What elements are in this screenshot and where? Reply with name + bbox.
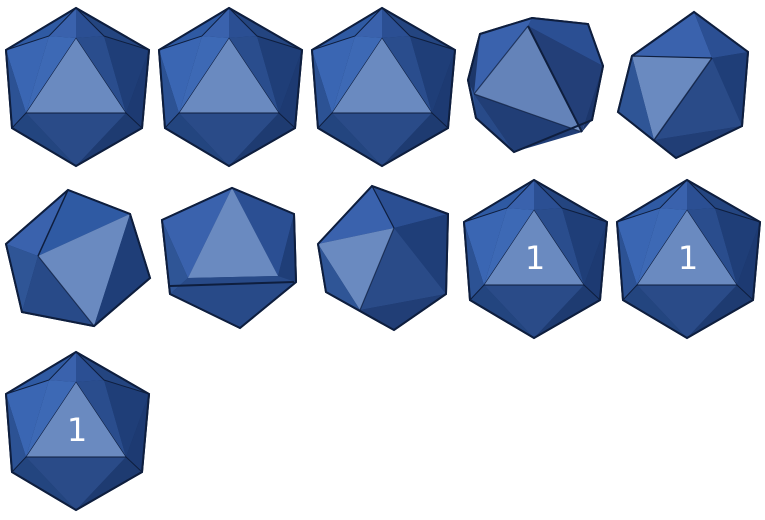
d20-icon	[4, 188, 152, 328]
d20-icon	[4, 350, 151, 512]
die-frame-1	[2, 6, 152, 176]
die-frame-10: 1	[613, 178, 763, 348]
d20-icon	[310, 6, 457, 168]
die-frame-11: 1	[2, 350, 152, 520]
die-frame-5	[612, 8, 762, 178]
die-frame-2	[155, 6, 305, 176]
die-frame-8	[314, 184, 464, 354]
d20-icon	[615, 178, 762, 340]
die-frame-9: 1	[460, 178, 610, 348]
d20-icon	[160, 186, 298, 330]
die-frame-7	[160, 186, 310, 356]
d20-icon	[466, 16, 605, 154]
d20-icon	[157, 6, 304, 168]
die-frame-3	[308, 6, 458, 176]
d20-icon	[616, 10, 750, 160]
d20-icon	[462, 178, 609, 340]
d20-icon	[316, 184, 450, 332]
die-frame-6	[2, 184, 152, 354]
die-frame-4	[462, 8, 612, 178]
d20-icon	[4, 6, 151, 168]
